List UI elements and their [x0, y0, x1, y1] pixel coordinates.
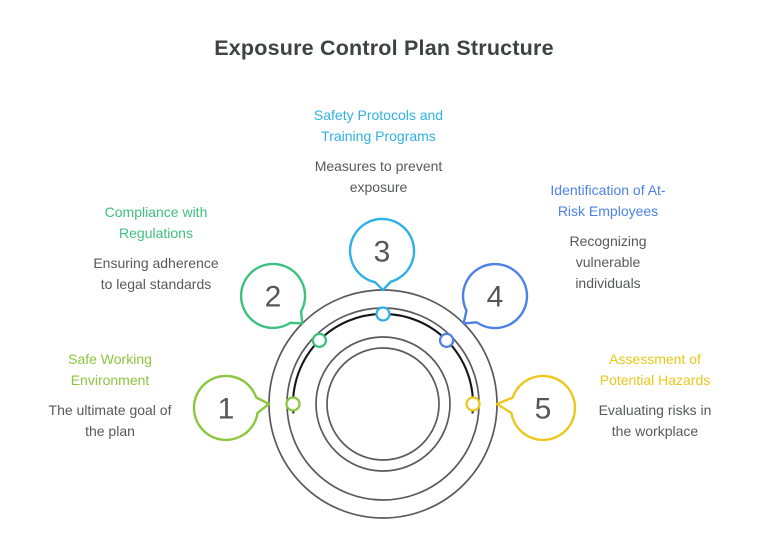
bubble-4-shape [461, 262, 529, 330]
bubble-3-number: 3 [374, 236, 391, 269]
bubble-4: 4 [461, 262, 529, 330]
bubble-1-number: 1 [218, 393, 235, 426]
bubble-4-number: 4 [487, 281, 504, 314]
ring-circle-3 [315, 336, 451, 472]
arc-node-3 [375, 306, 391, 322]
item-description-4: Recognizing vulnerable individuals [569, 233, 647, 291]
item-block-4: Identification of At-Risk Employees Reco… [528, 180, 688, 294]
arc-node-5 [465, 396, 481, 412]
item-label-3: Safety Protocols and Training Programs [313, 107, 444, 144]
item-label-5: Assessment of Potential Hazards [599, 351, 711, 388]
bubble-3: 3 [348, 217, 416, 292]
bubble-3-shape [348, 217, 416, 292]
structure-diagram: 1 2 3 4 5 [192, 217, 577, 519]
item-label-1: Safe Working Environment [68, 351, 152, 388]
bubble-5-shape [495, 374, 577, 442]
progress-arc [291, 312, 475, 414]
bubble-5: 5 [495, 374, 577, 442]
ring-circle-inner [326, 347, 440, 461]
bubble-2-shape [239, 262, 307, 330]
arc-node-1 [285, 396, 301, 412]
bubble-2: 2 [239, 262, 307, 330]
bubble-1: 1 [192, 374, 271, 442]
item-description-5: Evaluating risks in the workplace [598, 402, 712, 439]
bubble-5-number: 5 [535, 393, 552, 426]
arc-node-2 [311, 332, 328, 349]
page-title: Exposure Control Plan Structure [214, 36, 554, 60]
item-label-2: Compliance with Regulations [104, 204, 208, 241]
arc-node-4 [438, 332, 455, 349]
item-description-3: Measures to prevent exposure [314, 158, 443, 195]
bubble-1-shape [192, 374, 271, 442]
item-block-3: Safety Protocols and Training Programs M… [291, 105, 466, 198]
bubble-2-number: 2 [265, 281, 282, 314]
item-description-1: The ultimate goal of the plan [48, 402, 172, 439]
item-description-2: Ensuring adherence to legal standards [93, 255, 219, 292]
item-block-5: Assessment of Potential Hazards Evaluati… [582, 349, 728, 442]
item-label-4: Identification of At-Risk Employees [550, 182, 666, 219]
item-block-2: Compliance with Regulations Ensuring adh… [76, 202, 236, 295]
item-block-1: Safe Working Environment The ultimate go… [35, 349, 185, 442]
